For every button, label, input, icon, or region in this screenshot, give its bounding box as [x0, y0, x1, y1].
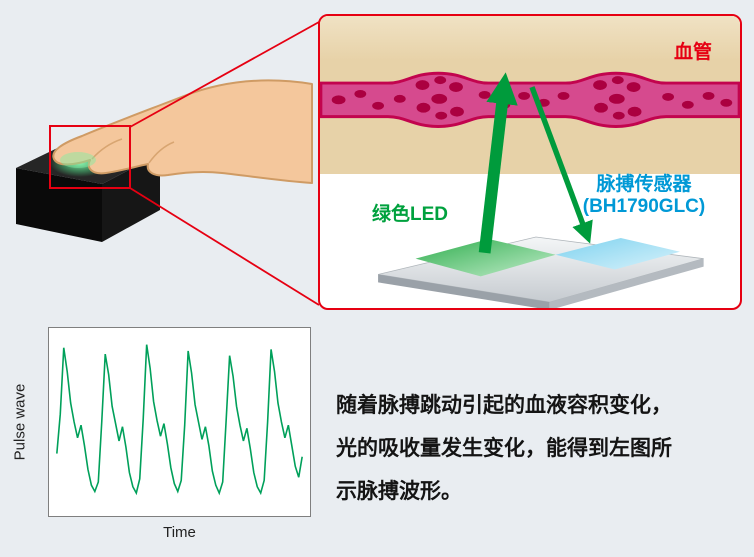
pulse-sensor-label-line2: (BH1790GLC) [582, 195, 706, 217]
caption-text: 随着脉搏跳动引起的血液容积变化， 光的吸收量发生变化，能得到左图所 示脉搏波形。 [336, 384, 748, 513]
blood-cell [681, 100, 694, 109]
pulse-waveform-svg [49, 328, 310, 516]
emitted-light-arrow [478, 72, 518, 254]
device-sensor-marking [54, 145, 110, 164]
blood-cell [415, 80, 430, 90]
pulse-device [16, 140, 160, 242]
blood-cell [434, 76, 447, 85]
blood-cell [626, 82, 641, 92]
blood-cell [662, 92, 675, 101]
pulse-sensor-label-line1: 脉搏传感器 [596, 174, 692, 195]
blood-cell [594, 102, 608, 113]
blood-cell [372, 101, 384, 110]
sensor-chip [555, 237, 680, 270]
led-glow [50, 149, 110, 177]
pulse-sensor-label: 脉搏传感器 (BH1790GLC) [552, 174, 736, 218]
vessel-label: 血管 [673, 42, 712, 63]
pulse-waveform [57, 345, 302, 493]
blood-cell [593, 80, 607, 90]
blood-cell [431, 93, 448, 104]
chart-plot-area [48, 327, 311, 517]
finger-crease [91, 138, 175, 164]
blood-cell [612, 111, 625, 120]
blood-cell [393, 94, 406, 103]
caption-line: 随着脉搏跳动引起的血液容积变化， [336, 394, 672, 417]
sensor-inset-panel: 血管 绿色LED 脉搏传感器 (BH1790GLC) [318, 14, 742, 310]
blood-cell [720, 98, 733, 107]
zoom-source-rect [49, 125, 131, 189]
blood-cell [331, 95, 346, 105]
chart-xlabel: Time [163, 524, 196, 541]
blood-cell [702, 91, 715, 100]
zoom-connector-line-top [129, 21, 320, 128]
zoom-connector-line-bottom [129, 187, 320, 306]
blood-vessel [320, 71, 740, 128]
blood-cells [331, 76, 733, 120]
caption-line: 示脉搏波形。 [336, 480, 462, 504]
blood-cell [450, 106, 464, 117]
green-led-label: 绿色LED [372, 204, 449, 225]
chart-ylabel: Pulse wave [11, 383, 29, 461]
blood-cell [518, 91, 530, 100]
caption-line: 光的吸收量发生变化，能得到左图所 [336, 437, 672, 461]
blood-cell [611, 76, 624, 85]
hand [52, 79, 313, 184]
led-glow-through-finger [60, 152, 96, 168]
reflected-light-arrow [529, 86, 593, 244]
blood-cell [435, 111, 448, 120]
blood-cell [449, 82, 463, 92]
blood-cell [608, 93, 625, 104]
green-led-chip [415, 238, 556, 277]
blood-cell [354, 89, 367, 98]
blood-cell [416, 102, 431, 113]
inset-illustration [320, 71, 740, 308]
blood-cell [478, 90, 491, 99]
blood-cell [557, 91, 570, 100]
blood-cell [627, 106, 642, 117]
